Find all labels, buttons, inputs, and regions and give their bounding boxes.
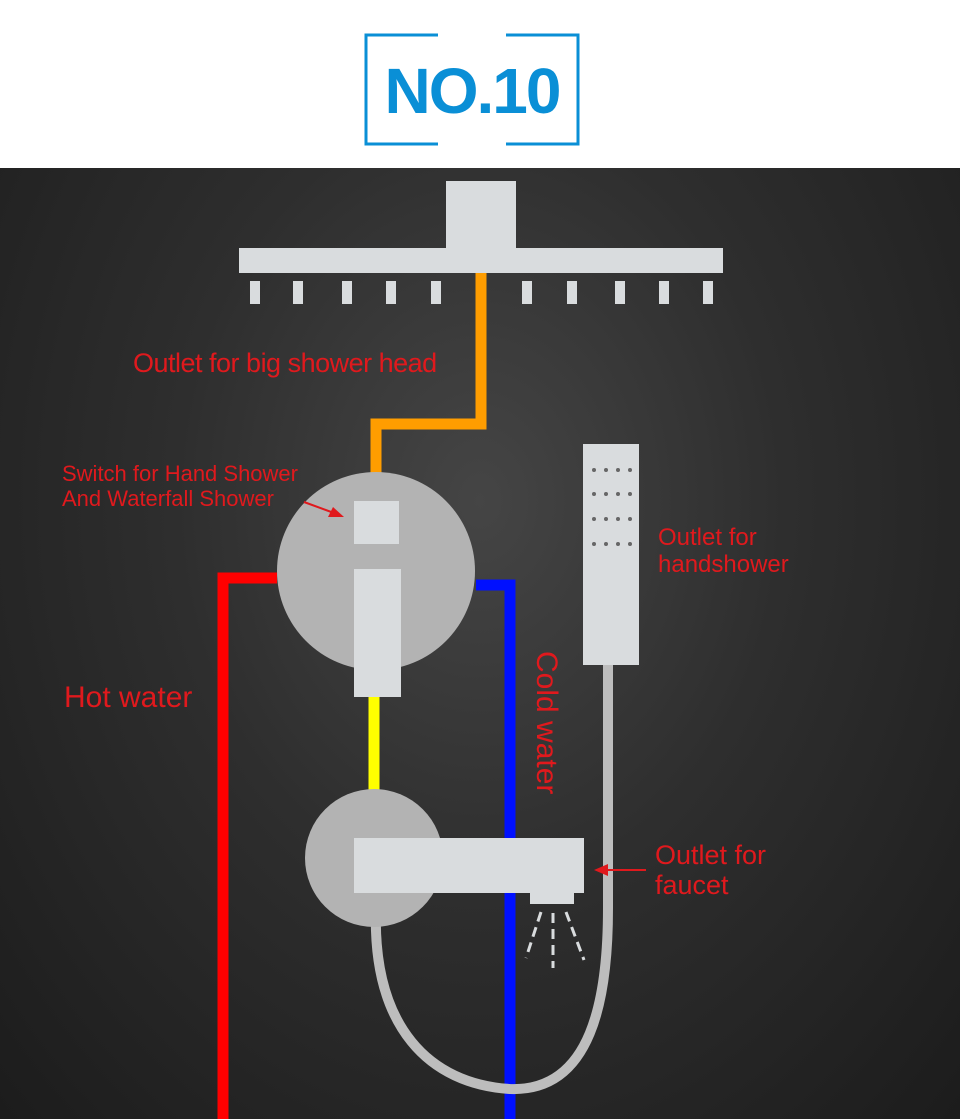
hot-water-pipe: [217, 572, 277, 1119]
faucet-label-line1: Outlet for: [655, 840, 767, 870]
hand-shower-hose: [370, 662, 613, 1095]
plumbing-diagram: Outlet for big shower head Switch for Ha…: [0, 168, 960, 1119]
faucet-aerator: [530, 893, 574, 904]
diverter-switch: [354, 501, 399, 544]
handshower-outlet-label: Outlet for handshower: [658, 524, 789, 578]
switch-label-line2: And Waterfall Shower: [62, 486, 274, 511]
cold-water-pipe: [476, 579, 516, 1119]
cold-water-label: Cold water: [530, 651, 563, 795]
faucet-arrow: [594, 864, 646, 876]
badge-frame: [364, 33, 580, 146]
big-shower-outlet-label: Outlet for big shower head: [133, 348, 437, 378]
switch-label: Switch for Hand Shower And Waterfall Sho…: [62, 461, 298, 511]
badge-text: NO.10: [384, 55, 562, 127]
water-stream: [524, 911, 586, 968]
faucet-outlet-label: Outlet for faucet: [655, 840, 766, 900]
switch-label-line1: Switch for Hand Shower: [62, 461, 298, 486]
mixer-valve: [305, 789, 586, 968]
hand-shower-holes: [592, 468, 632, 546]
diverter-valve: [277, 472, 475, 697]
faucet-label-line2: faucet: [655, 870, 729, 900]
handshower-label-line1: Outlet for: [658, 524, 757, 551]
big-shower-head: [239, 181, 723, 304]
faucet-spout: [354, 838, 584, 893]
handshower-label-line2: handshower: [658, 551, 789, 578]
diverter-handle: [354, 569, 401, 697]
hot-water-label: Hot water: [64, 681, 193, 714]
header: NO.10: [0, 0, 960, 168]
switch-arrow: [303, 501, 344, 517]
shower-head-nozzles: [250, 281, 713, 304]
shower-head-pipe: [370, 273, 487, 480]
diagram-drawing: [217, 181, 723, 1119]
hand-shower: [583, 444, 639, 665]
number-badge: NO.10: [364, 33, 580, 146]
